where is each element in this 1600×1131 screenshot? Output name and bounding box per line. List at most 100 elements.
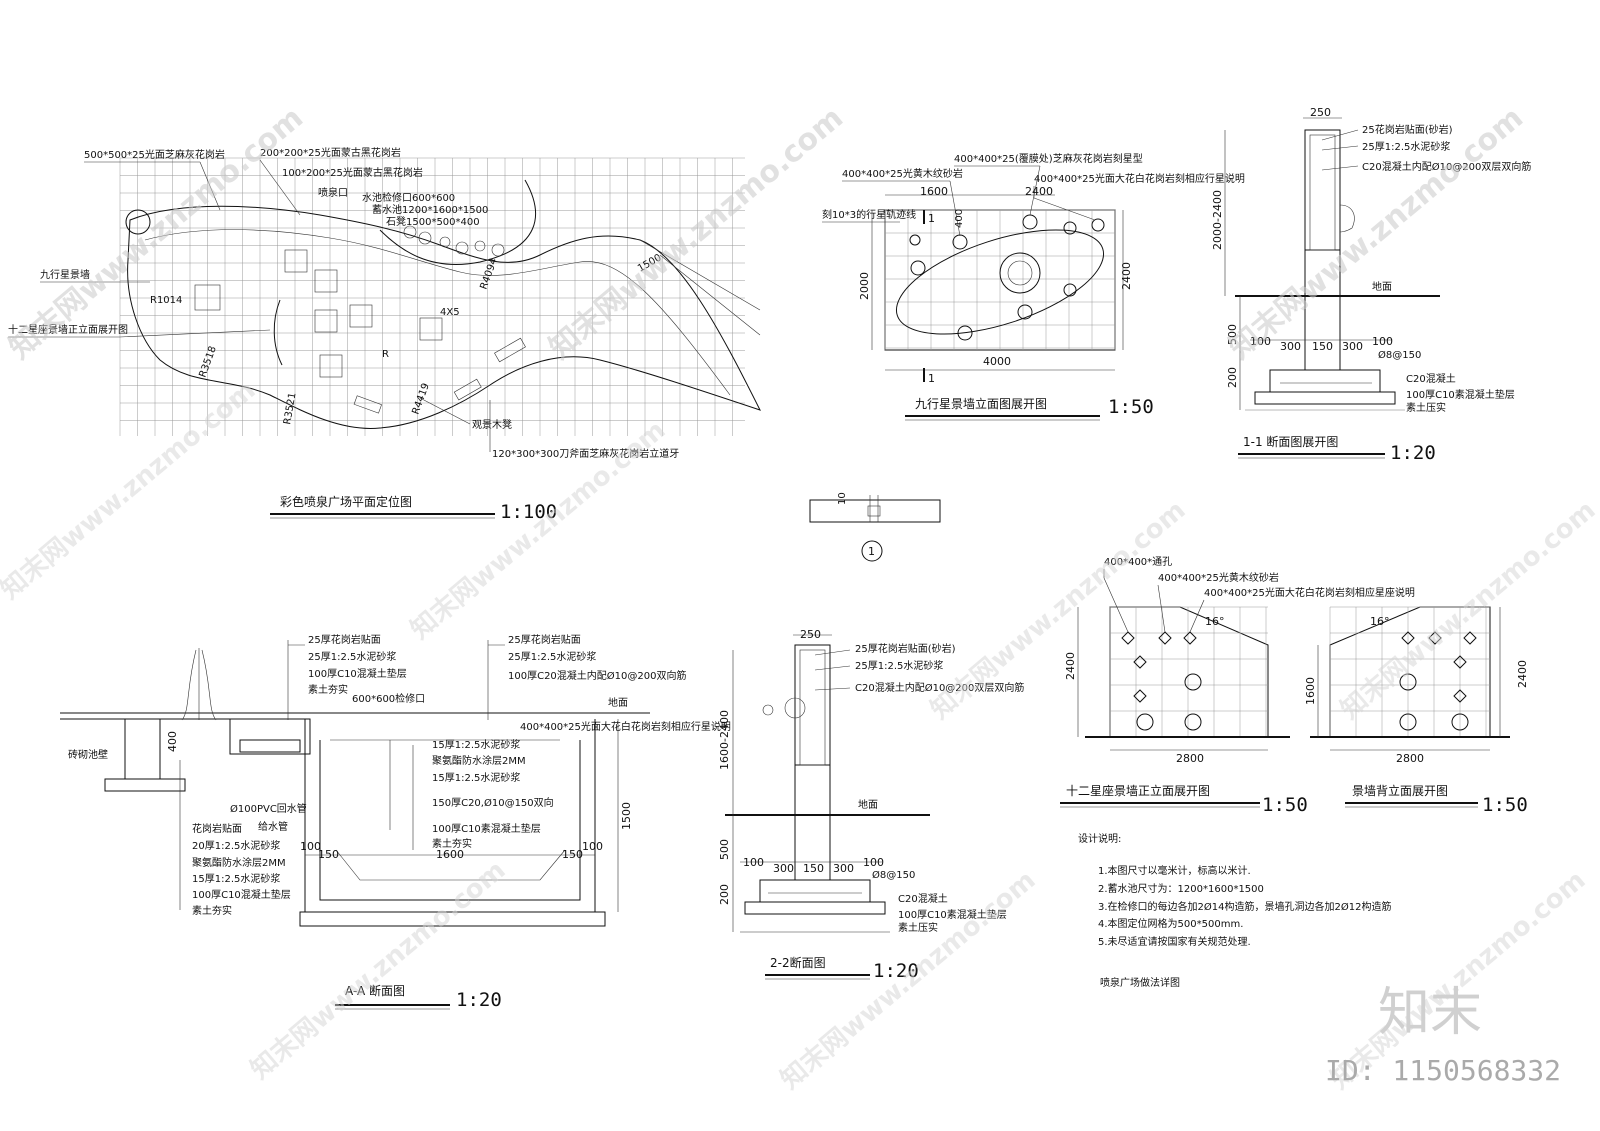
plaza-arc-wall <box>273 299 283 366</box>
watermark: 知末网www.znzmo.com <box>1335 495 1600 725</box>
wall9-dim: 2400 <box>1025 185 1053 198</box>
plan-dim: R1014 <box>150 295 182 306</box>
plan-label: 水池检修口600*600 <box>362 191 455 204</box>
plan-labels: 500*500*25光面芝麻灰花岗岩 200*200*25光面蒙古黑花岗岩 10… <box>8 146 679 460</box>
wall12-label: 400*400*25光面大花白花岗岩刻相应星座说明 <box>1204 586 1415 599</box>
secAA-label: 600*600检修口 <box>352 692 425 705</box>
secAA-label: 25厚花岗岩贴面 <box>508 633 581 646</box>
plan-label: 蓄水池1200*1600*1500 <box>372 203 488 216</box>
wallBack-dims: 1600 2400 2800 16° <box>1304 615 1529 765</box>
watermark: 知末网www.znzmo.com <box>3 100 310 366</box>
wall9-sun <box>999 252 1041 294</box>
wall12-label: 400*400*25光黄木纹砂岩 <box>1158 571 1279 584</box>
wall9-title: 九行星景墙立面图展开图 <box>915 396 1047 411</box>
sec22-dim: 1600-2400 <box>718 710 731 770</box>
watermark: 知末网www.znzmo.com <box>0 375 261 605</box>
sec22-title: 2-2断面图 <box>770 955 826 970</box>
wall9-dims: 1600 2400 4000 2000 2400 400 <box>858 185 1133 368</box>
sec22-label: 地面 <box>858 798 878 811</box>
sec22-labels: 25厚花岗岩贴面(砂岩) 25厚1:2.5水泥砂浆 C20混凝土内配Ø10@20… <box>855 642 1024 934</box>
plan-label: 喷泉口 <box>318 186 348 199</box>
sec22-dim: 300 <box>773 862 794 875</box>
wall12-labels: 400*400*通孔 400*400*25光黄木纹砂岩 400*400*25光面… <box>1104 556 1415 599</box>
secAA-label: 素土夯实 <box>308 683 348 696</box>
sec11-label: 25厚1:2.5水泥砂浆 <box>1362 140 1450 153</box>
detail1-view: 10 1 <box>809 492 941 562</box>
plaza-inner-edge <box>144 229 731 396</box>
sec11-labels: 25花岗岩贴面(砂岩) 25厚1:2.5水泥砂浆 C20混凝土内配Ø10@200… <box>1362 123 1531 414</box>
plaza-rocks <box>403 225 505 257</box>
detail1-dim: 10 <box>837 492 848 505</box>
sec11-dims: 250 2000-2400 500 200 100 300 150 300 10… <box>1211 106 1393 388</box>
secAA-label: 25厚1:2.5水泥砂浆 <box>308 650 396 663</box>
plan-label: 石凳1500*500*400 <box>386 216 480 228</box>
sec11-dim: 300 <box>1342 340 1363 353</box>
sec11-label: 100厚C10素混凝土垫层 <box>1406 388 1515 401</box>
secAA-label: 400*400*25光面大花白花岗岩刻相应行星说明 <box>520 720 731 733</box>
sec11-dim: 300 <box>1280 340 1301 353</box>
wall12-diamonds <box>1121 631 1197 703</box>
secAA-view: 25厚花岗岩贴面 25厚1:2.5水泥砂浆 100厚C10混凝土垫层 素土夯实 … <box>60 633 731 1011</box>
secAA-label: 给水管 <box>258 820 288 833</box>
sec11-label: C20混凝土内配Ø10@200双层双向筋 <box>1362 160 1531 173</box>
sec11-dim: 500 <box>1226 324 1239 345</box>
sec11-scale: 1:20 <box>1390 442 1436 464</box>
wallBack-dim: 1600 <box>1304 677 1317 705</box>
plan-label: 观景木凳 <box>472 419 512 431</box>
wall12-dims: 2400 2800 16° <box>1064 615 1225 765</box>
plan-view: 500*500*25光面芝麻灰花岗岩 200*200*25光面蒙古黑花岗岩 10… <box>8 146 761 523</box>
plan-dim: 4X5 <box>440 307 460 318</box>
sec22-dim: 150 <box>803 862 824 875</box>
sec22-label: 素土压实 <box>898 921 938 934</box>
secAA-label: 100厚C10混凝土垫层 <box>192 888 291 901</box>
sec11-dim: 100 <box>1372 335 1393 348</box>
wall9-labels: 400*400*25(覆膜处)芝麻灰花岗岩刻星型 400*400*25光黄木纹砂… <box>822 152 1245 221</box>
sec22-scale: 1:20 <box>873 960 919 982</box>
sec22-label: 100厚C10素混凝土垫层 <box>898 908 1007 921</box>
sec11-label: C20混凝土 <box>1406 372 1456 385</box>
sec22-dim: 500 <box>718 839 731 860</box>
wallBack-dim: 16° <box>1370 615 1390 628</box>
wall9-orbit <box>895 229 1105 335</box>
wall9-dim: 1600 <box>920 185 948 198</box>
notes-item: 5.未尽适宜请按国家有关规范处理. <box>1098 935 1251 948</box>
secAA-label: 聚氨酯防水涂层2MM <box>432 754 526 767</box>
brand-logo: 知末 <box>1378 983 1482 1043</box>
plaza-benches <box>353 337 526 414</box>
wall9-label: 400*400*25光面大花白花岗岩刻相应行星说明 <box>1034 172 1245 185</box>
secAA-dim: 150 <box>318 848 339 861</box>
wall12-title: 十二星座景墙正立面展开图 <box>1066 783 1210 798</box>
detail1-mark: 1 <box>868 545 875 558</box>
sec22-label: C20混凝土 <box>898 892 948 905</box>
sec22-dims: 250 1600-2400 500 200 100 300 150 300 10… <box>718 628 884 905</box>
watermark: 知末网www.znzmo.com <box>543 100 850 366</box>
plaza-road <box>639 239 761 336</box>
plaza-round-node <box>125 209 151 235</box>
sec11-title: 1-1 断面图展开图 <box>1243 434 1338 449</box>
plan-label: 120*300*300刀斧面芝麻灰花岗岩立道牙 <box>492 447 679 460</box>
secAA-label: 素土夯实 <box>432 837 472 850</box>
secAA-label: 20厚1:2.5水泥砂浆 <box>192 839 280 852</box>
sec11-dim: 250 <box>1310 106 1331 119</box>
sec22-view: 25厚花岗岩贴面(砂岩) 25厚1:2.5水泥砂浆 C20混凝土内配Ø10@20… <box>718 628 1024 982</box>
sec22-dim: 300 <box>833 862 854 875</box>
secAA-label: 15厚1:2.5水泥砂浆 <box>432 738 520 751</box>
sec11-label: 25花岗岩贴面(砂岩) <box>1362 123 1453 136</box>
design-notes: 设计说明: 1.本图尺寸以毫米计，标高以米计. 2.蓄水池尺寸为：1200*16… <box>1078 832 1391 989</box>
secAA-label: 15厚1:2.5水泥砂浆 <box>192 872 280 885</box>
wall12-dim: 2800 <box>1176 752 1204 765</box>
wall12-elevation: 400*400*通孔 400*400*25光黄木纹砂岩 400*400*25光面… <box>1060 556 1415 816</box>
secAA-label: 砖砌池壁 <box>68 748 108 761</box>
plan-leaders <box>8 159 491 452</box>
plan-label: 九行星景墙 <box>40 268 90 281</box>
secAA-label: Ø100PVC回水管 <box>230 802 307 815</box>
notes-footer: 喷泉广场做法详图 <box>1100 976 1180 989</box>
wall9-dim: 4000 <box>983 355 1011 368</box>
sec11-dim: 150 <box>1312 340 1333 353</box>
sec22-label: C20混凝土内配Ø10@200双层双向筋 <box>855 681 1024 694</box>
plan-dim: R4419 <box>410 382 431 416</box>
notes-item: 4.本图定位网格为500*500mm. <box>1098 917 1243 930</box>
wallBack-grid <box>1329 606 1490 738</box>
wall12-grid <box>1109 606 1268 738</box>
wall9-cut-mark: 1 <box>928 212 935 225</box>
